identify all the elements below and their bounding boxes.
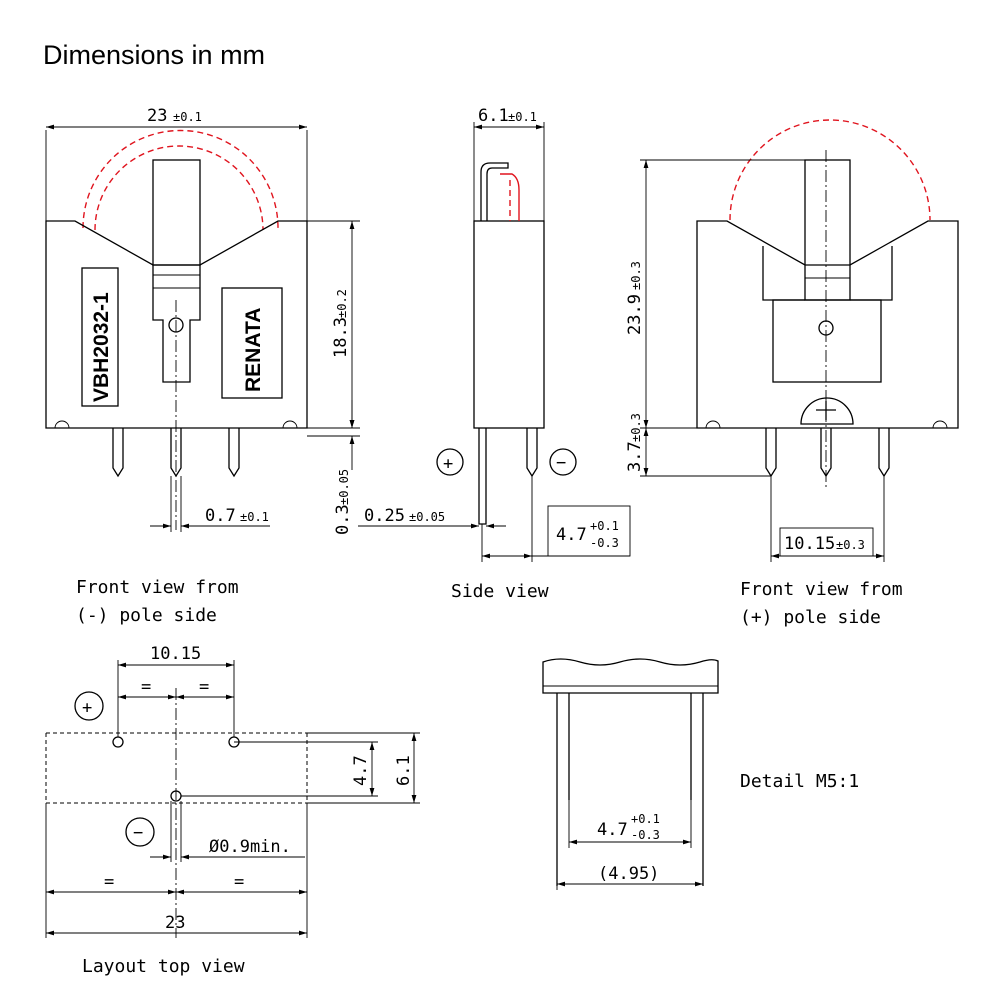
battery-outline-inner xyxy=(94,145,264,231)
equal-sign-top-right: = xyxy=(199,677,209,697)
dim-plus-pitch-tol: ±0.3 xyxy=(836,538,865,552)
contact-tab xyxy=(152,265,201,383)
dim-side-spacing-tol-minus: -0.3 xyxy=(590,536,619,550)
contact-strip xyxy=(152,159,201,266)
caption-front-minus-line1: Front view from xyxy=(76,577,239,598)
dim-side-spacing-tol-plus: +0.1 xyxy=(590,519,619,533)
dim-pin-value: 0.7 xyxy=(205,506,236,526)
dim-plus-pitch-value: 10.15 xyxy=(784,534,835,554)
pin-center xyxy=(820,428,832,478)
part-number-label: VBH2032-1 xyxy=(90,292,113,402)
side-pin-left xyxy=(478,428,487,525)
battery-outline-outer xyxy=(82,129,279,229)
dim-side-spacing-value: 4.7 xyxy=(556,525,587,545)
pin-right xyxy=(878,428,890,478)
dim-side-width-value: 6.1 xyxy=(478,106,509,126)
dim-width-tol: ±0.1 xyxy=(173,110,202,124)
dim-detail-inner-value: 4.7 xyxy=(597,820,628,840)
foot-right xyxy=(932,420,948,429)
dim-side-width-tol: ±0.1 xyxy=(508,110,537,124)
dim-plus-pin-value: 3.7 xyxy=(625,441,645,472)
holder-side-body xyxy=(473,220,545,429)
battery-outline xyxy=(729,119,931,221)
dim-hole-value: Ø0.9min. xyxy=(209,837,291,857)
dim-height-value: 18.3 xyxy=(331,317,351,358)
caption-layout: Layout top view xyxy=(82,956,245,977)
dim-side-pin-value: 0.25 xyxy=(364,506,405,526)
minus-symbol-icon xyxy=(125,817,155,847)
dim-height-tol: ±0.2 xyxy=(335,289,349,318)
plus-symbol: + xyxy=(443,454,453,474)
dim-base-value: 0.3 xyxy=(333,504,353,535)
detail-view: 4.7 +0.1 -0.3 (4.95) Detail M5:1 xyxy=(542,658,859,890)
plus-symbol-icon xyxy=(74,691,104,721)
dim-layout-row-value: 4.7 xyxy=(351,755,371,786)
caption-front-plus-line2: (+) pole side xyxy=(740,607,881,628)
caption-front-plus-line1: Front view from xyxy=(740,579,903,600)
pin-left xyxy=(765,428,777,478)
equal-sign-bottom-right: = xyxy=(234,872,244,892)
dim-detail-inner-tol-minus: -0.3 xyxy=(631,828,660,842)
dim-detail-outer-value: (4.95) xyxy=(598,864,659,884)
inner-wall-left xyxy=(762,246,805,301)
caption-front-minus-line2: (-) pole side xyxy=(76,605,217,626)
detail-pin-right xyxy=(690,693,704,886)
foot-left xyxy=(705,420,721,429)
part-label-box xyxy=(81,267,119,407)
brand-label: RENATA xyxy=(242,308,265,392)
minus-symbol: − xyxy=(556,453,566,473)
foot-right xyxy=(282,420,298,429)
dim-side-pin-tol: ±0.05 xyxy=(409,510,445,524)
pin-left xyxy=(112,428,124,478)
front-view-minus-pole: VBH2032-1 RENATA 23 ±0.1 18.3 ±0.2 0.3 ±… xyxy=(45,106,360,626)
plus-symbol-icon xyxy=(436,448,464,476)
layout-plus-symbol: + xyxy=(82,698,92,718)
holder-body-plus xyxy=(696,220,959,429)
contact-side xyxy=(480,162,509,221)
contact-plate xyxy=(772,299,882,383)
battery-outline-side xyxy=(500,173,520,221)
dim-layout-pitch-value: 10.15 xyxy=(150,644,201,664)
layout-top-view: + − 10.15 = = 4.7 6.1 Ø0.9min. = = xyxy=(45,644,420,977)
foot-left xyxy=(54,420,70,429)
dim-plus-height-value: 23.9 xyxy=(625,294,645,335)
equal-sign-top-left: = xyxy=(141,677,151,697)
layout-minus-symbol: − xyxy=(133,823,143,843)
caption-side: Side view xyxy=(451,581,549,602)
pin-right xyxy=(228,428,240,478)
brand-label-box xyxy=(221,287,283,399)
front-view-plus-pole: 23.9 ±0.3 3.7 ±0.3 10.15 ±0.3 Front view… xyxy=(625,119,959,628)
dim-pin-tol: ±0.1 xyxy=(240,510,269,524)
side-view: + − 6.1 ±0.1 0.25 ±0.05 4.7 +0.1 -0.3 Si… xyxy=(358,106,631,602)
pin-center xyxy=(170,428,182,478)
dim-plus-pitch-box xyxy=(779,527,874,557)
dim-layout-width-value: 23 xyxy=(165,913,185,933)
dim-plus-height-tol: ±0.3 xyxy=(629,261,643,290)
detail-body xyxy=(542,658,719,694)
detail-pin-left xyxy=(556,693,570,886)
holder-body xyxy=(45,220,308,429)
dim-layout-depth-value: 6.1 xyxy=(394,755,414,786)
contact-strip-plus xyxy=(804,159,851,301)
dim-plus-pin-tol: ±0.3 xyxy=(629,413,643,442)
equal-sign-bottom-left: = xyxy=(104,872,114,892)
dim-base-tol: ±0.05 xyxy=(337,469,351,505)
dim-detail-inner-tol-plus: +0.1 xyxy=(631,812,660,826)
inner-wall-right xyxy=(850,246,893,301)
caption-detail: Detail M5:1 xyxy=(740,771,859,792)
dim-width-value: 23 xyxy=(147,106,167,126)
side-pin-right xyxy=(526,428,538,478)
hole-plus-left xyxy=(112,736,124,748)
dim-side-spacing-box xyxy=(547,505,631,557)
plus-marking-half-circle xyxy=(800,397,854,425)
minus-symbol-icon xyxy=(549,448,577,476)
page-title: Dimensions in mm xyxy=(43,40,266,70)
